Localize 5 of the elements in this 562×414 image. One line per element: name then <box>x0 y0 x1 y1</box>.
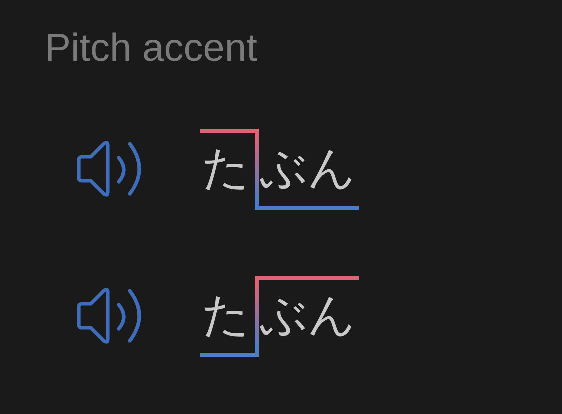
kana-text: ぶん <box>260 145 356 192</box>
kana-text: た <box>202 145 250 192</box>
title: Pitch accent <box>45 29 258 68</box>
kana-text: ぶん <box>260 292 356 339</box>
kana-text: た <box>202 292 250 339</box>
